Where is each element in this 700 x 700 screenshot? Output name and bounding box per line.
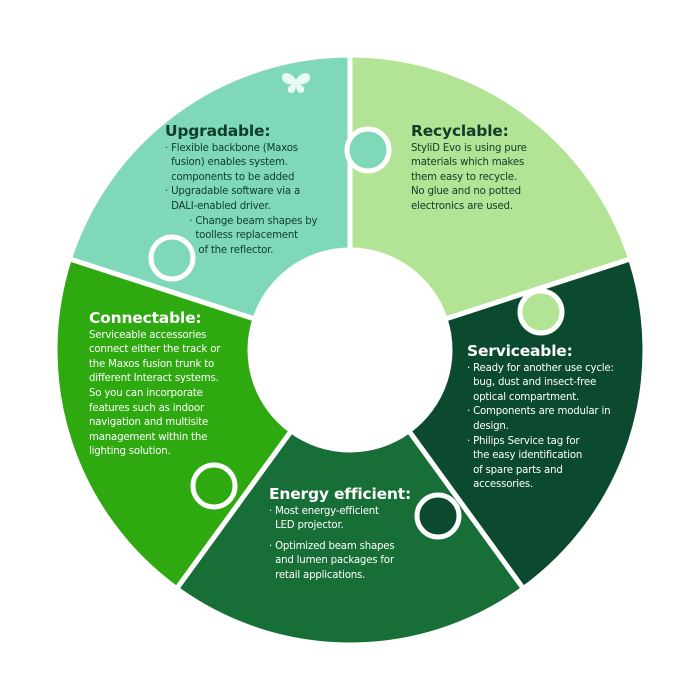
- serviceable-section: Serviceable: · Ready for another use cycl…: [467, 342, 614, 493]
- upgradable-text-line: · Flexible backbone (Maxos: [165, 142, 298, 154]
- upgradable-text-line: · Upgradable software via a: [165, 186, 300, 198]
- connectable-text-line: features such as indoor: [89, 402, 204, 414]
- upgradable-text-line: components to be added: [165, 171, 295, 183]
- energy-text-line: LED projector.: [269, 520, 344, 532]
- energy-efficient-section: Energy efficient: · Most energy-efficient…: [269, 485, 411, 584]
- butterfly-icon: [282, 73, 310, 93]
- recyclable-puzzle-knob: [517, 288, 565, 336]
- recyclable-text-line: materials which makes: [411, 157, 525, 169]
- serviceable-text-line: the easy identification: [467, 450, 583, 462]
- connectable-text-line: management within the: [89, 431, 208, 443]
- energy-text-line: retail applications.: [269, 569, 366, 581]
- energy-puzzle-piece: [173, 427, 527, 648]
- connectable-text-line: So you can incorporate: [89, 387, 203, 399]
- energy-title: Energy efficient:: [269, 485, 411, 503]
- serviceable-text-line: design.: [467, 420, 509, 432]
- recyclable-text-line: StyliD Evo is using pure: [411, 142, 527, 154]
- serviceable-text-line: accessories.: [467, 479, 534, 491]
- upgradable-text-line: toolless replacement: [165, 230, 298, 242]
- upgradable-puzzle-knob: [344, 126, 392, 174]
- serviceable-title: Serviceable:: [467, 342, 573, 360]
- recyclable-text-line: them easy to recycle.: [411, 171, 518, 183]
- connectable-text-line: Serviceable accessories: [89, 329, 207, 341]
- upgradable-puzzle-knob: [148, 234, 196, 282]
- connectable-text-line: navigation and multisite: [89, 417, 209, 429]
- serviceable-text-line: optical compartment.: [467, 391, 580, 403]
- upgradable-section: Upgradable: · Flexible backbone (Maxos fu…: [165, 122, 318, 258]
- energy-text-line: · Most energy-efficient: [269, 505, 379, 517]
- serviceable-text-line: · Ready for another use cycle:: [467, 362, 614, 374]
- recyclable-title: Recyclable:: [411, 122, 509, 140]
- connectable-text-line: the Maxos fusion trunk to: [89, 358, 215, 370]
- connectable-puzzle-piece: [52, 255, 295, 593]
- serviceable-text-line: of spare parts and: [467, 464, 563, 476]
- connectable-section: Connectable: Serviceable accessories conne…: [89, 309, 221, 460]
- serviceable-text-line: · Philips Service tag for: [467, 435, 580, 447]
- connectable-text-line: lighting solution.: [89, 446, 171, 458]
- connectable-title: Connectable:: [89, 309, 202, 327]
- upgradable-text-line: DALI-enabled driver.: [165, 200, 271, 212]
- recyclable-puzzle-piece: [347, 52, 634, 323]
- connectable-puzzle-knob: [190, 462, 238, 510]
- serviceable-text-line: bug, dust and insect-free: [467, 377, 597, 389]
- serviceable-puzzle-piece: [405, 255, 648, 593]
- energy-text-line: · Optimized beam shapes: [269, 540, 395, 552]
- recyclable-section: Recyclable: StyliD Evo is using pure mater…: [411, 122, 527, 215]
- connectable-text-line: connect either the track or: [89, 344, 221, 356]
- upgradable-puzzle-piece: [66, 52, 353, 323]
- serviceable-text-line: · Components are modular in: [467, 406, 611, 418]
- upgradable-title: Upgradable:: [165, 122, 271, 140]
- upgradable-text-line: of the reflector.: [165, 244, 274, 256]
- energy-text-line: and lumen packages for: [269, 555, 394, 567]
- upgradable-text-line: fusion) enables system.: [165, 157, 288, 169]
- recyclable-text-line: No glue and no potted: [411, 186, 521, 198]
- connectable-text-line: different Interact systems.: [89, 373, 219, 385]
- recyclable-text-line: electronics are used.: [411, 200, 513, 212]
- upgradable-text-line: · Change beam shapes by: [165, 215, 318, 227]
- serviceable-puzzle-knob: [414, 492, 462, 540]
